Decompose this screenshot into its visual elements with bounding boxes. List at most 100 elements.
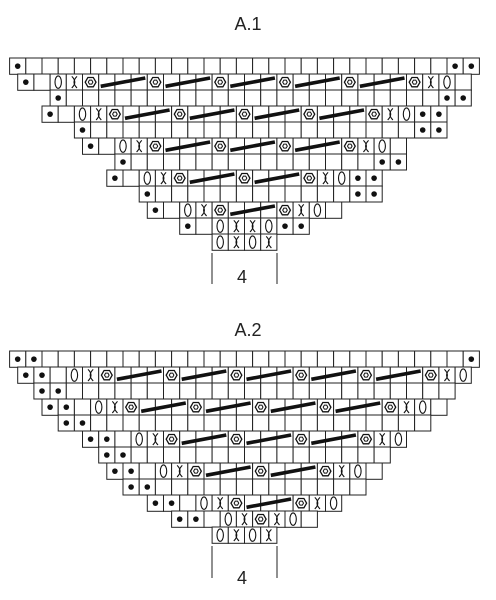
hexagon-stitch-icon <box>165 369 178 381</box>
yarn-over-icon <box>135 432 143 446</box>
chart-cell <box>146 89 165 107</box>
slanted-bar-icon <box>246 433 292 446</box>
chart-cell <box>397 121 416 139</box>
chart-cell <box>365 350 383 368</box>
chart-cell <box>235 414 254 432</box>
chart-cell <box>373 446 391 464</box>
chart-cell <box>187 121 205 139</box>
chart-a1: A.1 4 <box>9 14 480 287</box>
chart-cell <box>227 382 246 400</box>
slanted-bar-icon <box>294 140 341 153</box>
purl-dot-icon <box>87 436 94 442</box>
twisted-knit-icon <box>233 528 240 542</box>
twisted-knit-icon <box>265 235 272 249</box>
chart-cell <box>114 430 132 448</box>
hexagon-stitch-icon <box>303 108 316 120</box>
twisted-knit-icon <box>427 75 434 89</box>
chart-cell <box>446 350 464 368</box>
purl-dot-icon <box>298 223 305 229</box>
chart-cell <box>260 446 278 464</box>
chart-a1-row-4 <box>82 137 407 155</box>
chart-cell <box>292 382 310 400</box>
chart-cell <box>252 478 270 496</box>
purl-dot-icon <box>128 484 134 490</box>
chart-a2-row-6 <box>146 494 343 512</box>
slanted-bar-icon <box>375 369 422 382</box>
chart-cell <box>138 121 156 139</box>
twisted-knit-icon <box>363 139 369 153</box>
purl-dot-icon <box>436 111 442 117</box>
yarn-over-icon <box>216 219 224 233</box>
chart-cell <box>300 414 318 432</box>
chart-cell <box>235 478 254 496</box>
chart-a1-row-2 <box>17 73 472 91</box>
chart-cell <box>349 478 367 496</box>
chart-cell <box>235 350 254 368</box>
chart-a1-row-7 <box>179 217 310 235</box>
hexagon-stitch-icon <box>214 140 227 152</box>
yarn-over-icon <box>418 400 427 414</box>
chart-cell <box>98 89 116 107</box>
chart-cell <box>106 57 124 75</box>
chart-cell <box>227 446 246 464</box>
chart-cell <box>316 121 335 139</box>
chart-cell <box>341 382 359 400</box>
purl-dot-icon <box>47 111 53 117</box>
purl-dot-icon <box>176 516 183 522</box>
chart-cell <box>235 185 254 203</box>
chart-cell <box>300 57 318 75</box>
chart-a1-row-8 <box>211 233 278 251</box>
slanted-bar-icon <box>124 108 170 121</box>
slanted-bar-icon <box>319 108 365 121</box>
yarn-over-icon <box>159 464 168 478</box>
chart-a1-row-5 <box>106 169 383 187</box>
chart-a1-plain-row-3 <box>114 153 407 171</box>
hexagon-stitch-icon <box>367 108 381 120</box>
chart-cell <box>219 478 237 496</box>
slanted-bar-icon <box>100 76 146 89</box>
chart-cell <box>414 414 432 432</box>
chart-cell <box>365 121 383 139</box>
purl-dot-icon <box>63 404 70 410</box>
chart-cell <box>422 382 440 400</box>
chart-cell <box>316 350 335 368</box>
chart-cell <box>333 478 351 496</box>
chart-cell <box>252 414 270 432</box>
chart-a1-plain-row-2 <box>73 121 448 139</box>
purl-dot-icon <box>79 420 86 426</box>
chart-cell <box>171 350 189 368</box>
chart-cell <box>130 89 148 107</box>
purl-dot-icon <box>79 127 86 133</box>
chart-cell <box>195 446 213 464</box>
chart-cell <box>381 57 399 75</box>
purl-dot-icon <box>112 175 118 181</box>
hexagon-stitch-icon <box>359 369 373 381</box>
hexagon-stitch-icon <box>359 433 373 445</box>
chart-cell <box>33 73 51 91</box>
chart-cell <box>154 185 173 203</box>
chart-a1-row-1 <box>9 57 480 75</box>
chart-cell <box>325 89 343 107</box>
slanted-bar-icon <box>229 140 276 153</box>
yarn-over-icon <box>337 171 346 185</box>
chart-cell <box>268 478 286 496</box>
slanted-bar-icon <box>246 497 292 510</box>
chart-cell <box>187 57 205 75</box>
chart-cell <box>357 89 375 107</box>
chart-cell <box>292 89 310 107</box>
twisted-knit-icon <box>273 512 280 526</box>
chart-cell <box>73 350 92 368</box>
purl-dot-icon <box>152 500 159 506</box>
chart-cell <box>171 121 189 139</box>
chart-cell <box>414 57 432 75</box>
chart-cell <box>325 382 343 400</box>
slanted-bar-icon <box>205 465 251 478</box>
chart-cell <box>316 414 335 432</box>
hexagon-stitch-icon <box>230 497 243 509</box>
chart-cell <box>349 121 367 139</box>
chart-cell <box>203 478 221 496</box>
slanted-bar-icon <box>189 172 235 185</box>
hexagon-stitch-icon <box>149 76 162 88</box>
hexagon-stitch-icon <box>124 401 138 413</box>
